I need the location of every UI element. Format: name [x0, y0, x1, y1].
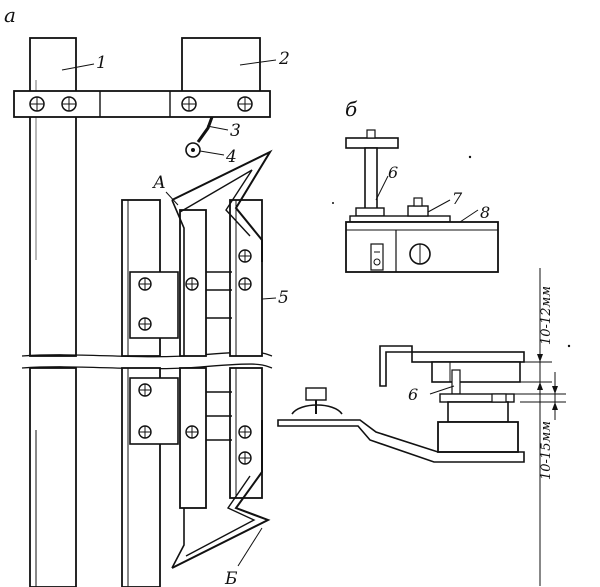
callout-7: 7 [452, 189, 463, 208]
bolt [237, 96, 253, 112]
dimension-lower: 10-15мм [539, 421, 554, 480]
bolt [138, 383, 152, 397]
bolt [29, 96, 45, 112]
bolt [238, 425, 252, 439]
callouts-panel-a: 1 2 3 4 5 А Б [61, 49, 290, 587]
callout-2: 2 [278, 49, 290, 69]
guard-assembly-lower [121, 367, 271, 587]
bolt [61, 96, 77, 112]
dimensions: 10-12мм 10-15мм [514, 268, 566, 586]
callout-4: 4 [225, 147, 237, 167]
panel-label-b: б [345, 97, 358, 121]
panel-label-a: а [4, 3, 16, 27]
bar-bolts [29, 96, 253, 112]
callout-B: Б [224, 569, 238, 587]
bolt [238, 451, 252, 465]
dimension-upper: 10-12мм [539, 286, 554, 345]
callout-8: 8 [480, 203, 490, 222]
detail-top: 6 7 8 [345, 129, 499, 273]
callout-5: 5 [278, 288, 289, 308]
bolt [185, 277, 199, 291]
bolt [138, 317, 152, 331]
speck [567, 344, 571, 348]
bolt [238, 277, 252, 291]
callout-6-top: 6 [388, 163, 398, 182]
callout-1: 1 [96, 53, 107, 73]
callout-A: А [152, 173, 166, 193]
hook-and-ring [185, 116, 214, 158]
bolt [238, 249, 252, 263]
callout-6-bottom: 6 [408, 385, 418, 404]
left-post [29, 37, 77, 587]
bolt [181, 96, 197, 112]
speck [468, 155, 472, 159]
bolt [185, 425, 199, 439]
speck [332, 202, 334, 204]
bolt [138, 425, 152, 439]
bolt [138, 277, 152, 291]
detail-bottom: 6 [277, 345, 525, 463]
connecting-bar [13, 90, 271, 118]
callout-3: 3 [230, 121, 241, 141]
upper-post [181, 37, 261, 95]
assembly-bolts [138, 249, 252, 465]
